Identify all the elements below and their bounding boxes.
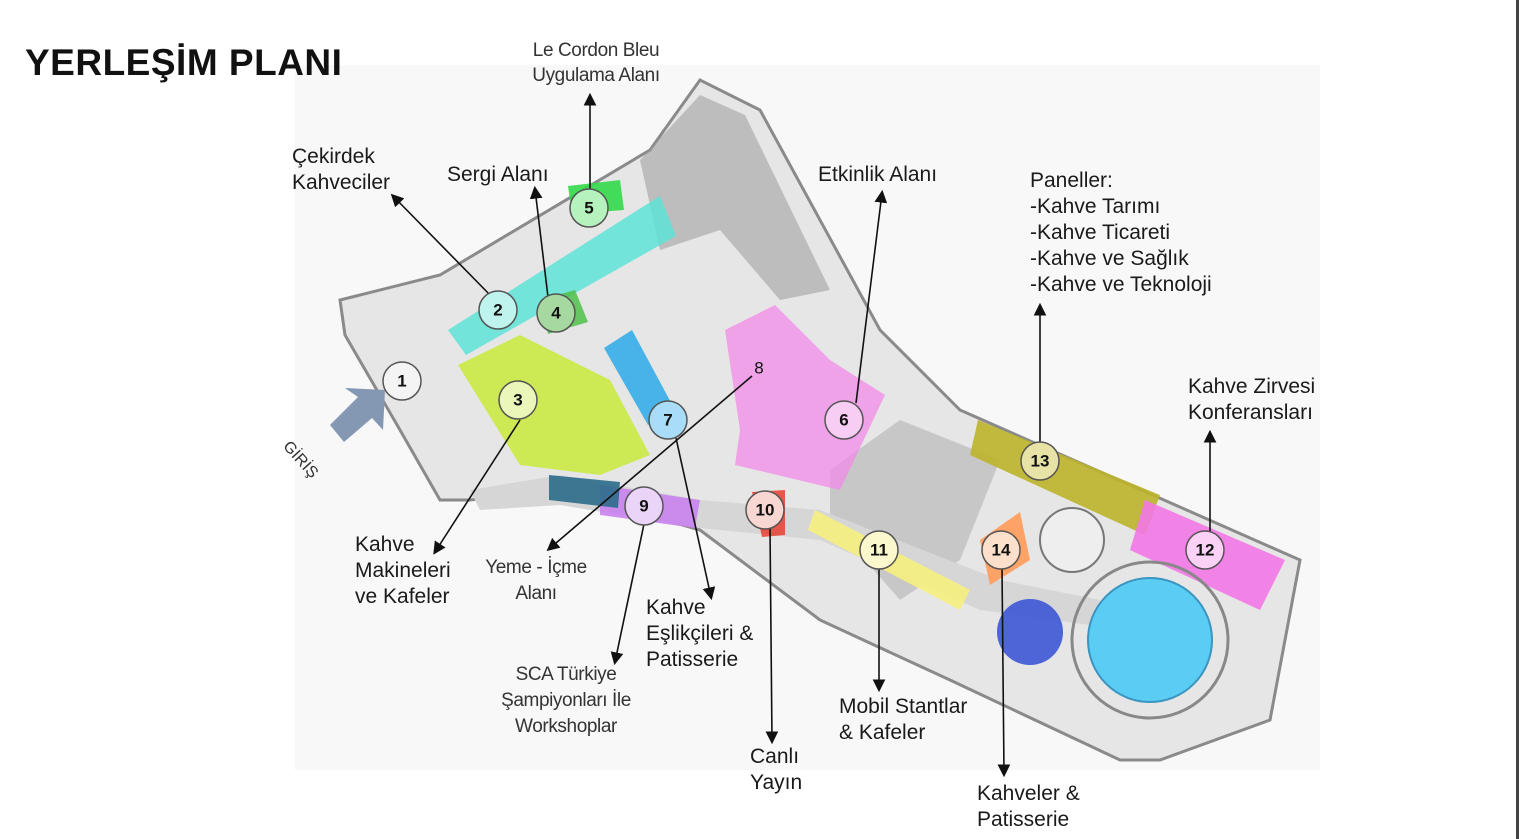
label-line: Alanı: [515, 583, 557, 604]
hall-gc-circle: [997, 599, 1063, 665]
leader-line: [610, 523, 645, 666]
label-line: & Kafeler: [839, 721, 926, 744]
label-yeme-icme: Yeme - İçme Alanı: [485, 555, 587, 607]
label-etkinlik-alani: Etkinlik Alanı: [818, 162, 937, 188]
zone-marker-6[interactable]: 6: [824, 400, 864, 440]
building-inner-block: [640, 95, 830, 300]
label-line: Uygulama Alanı: [532, 65, 660, 86]
zone-number: 9: [639, 497, 648, 516]
label-line: Canlı: [750, 745, 800, 768]
zone-number: 3: [513, 391, 522, 410]
zone-number: 10: [756, 501, 775, 520]
label-line: -Kahve Tarımı: [1030, 195, 1161, 218]
zone-number: 2: [493, 301, 502, 320]
zone-marker-9[interactable]: 9: [624, 486, 664, 526]
zone-marker-5[interactable]: 5: [569, 188, 609, 228]
label-cekirdek-kahveciler: Çekirdek Kahveciler: [292, 144, 390, 196]
leader-line: [433, 419, 521, 555]
label-line: Kahve Zirvesi: [1188, 375, 1316, 398]
label-mobil-stantlar: Mobil Stantlar & Kafeler: [839, 694, 967, 746]
leader-line: [675, 437, 716, 601]
zone-marker-8[interactable]: 8: [754, 359, 763, 378]
slide-edge-divider: [1516, 0, 1519, 839]
label-line: Kahveciler: [292, 171, 391, 194]
hall-ga-circle: [1087, 577, 1213, 703]
zone-number: 13: [1031, 452, 1050, 471]
label-line: Şampiyonları İle: [501, 690, 631, 711]
label-line: Kahveler &: [977, 782, 1080, 805]
label-line: Etkinlik Alanı: [818, 163, 938, 186]
label-line: Patisserie: [977, 808, 1070, 831]
zone-marker-11[interactable]: 11: [859, 530, 899, 570]
label-line: Kahve: [355, 533, 415, 556]
label-line: Eşlikçileri &: [646, 622, 754, 645]
label-kahve-makineleri: Kahve Makineleri ve Kafeler: [355, 532, 451, 610]
zone-7-area: [604, 330, 675, 425]
leader-line: [390, 193, 493, 298]
zone-number: 7: [663, 411, 672, 430]
leader-line: [765, 527, 779, 745]
zone-number: 6: [839, 411, 848, 430]
label-canli-yayin: Canlı Yayın: [750, 744, 802, 796]
zone-marker-7[interactable]: 7: [648, 400, 688, 440]
zone-6-area: [725, 305, 885, 490]
zone-number: 1: [397, 372, 406, 391]
leader-line: [546, 375, 753, 552]
label-kahve-zirvesi: Kahve Zirvesi Konferansları: [1188, 374, 1315, 426]
label-sergi-alani: Sergi Alanı: [447, 162, 549, 188]
zone-number: 14: [992, 541, 1011, 560]
label-line: -Kahve ve Teknoloji: [1030, 273, 1212, 296]
zone-marker-4[interactable]: 4: [536, 293, 576, 333]
label-line: Konferansları: [1188, 401, 1313, 424]
zone-13-area: [970, 420, 1160, 535]
zone-marker-12[interactable]: 12: [1185, 530, 1225, 570]
label-le-cordon-bleu: Le Cordon Bleu Uygulama Alanı: [532, 38, 660, 88]
leader-line: [997, 567, 1011, 778]
label-line: SCA Türkiye: [515, 664, 617, 685]
zone-number: 4: [551, 304, 561, 323]
page-title: YERLEŞİM PLANI: [25, 42, 343, 83]
label-line: Makineleri: [355, 559, 451, 582]
leader-lines: [390, 92, 1217, 778]
label-line: Kahve: [646, 596, 706, 619]
zone-marker-1[interactable]: 1: [382, 361, 422, 401]
label-kahveler-patisserie: Kahveler & Patisserie: [977, 781, 1080, 833]
zone-marker-10[interactable]: 10: [745, 490, 785, 530]
label-line: Çekirdek: [292, 145, 375, 168]
zone-3-area: [458, 335, 650, 475]
label-line: Patisserie: [646, 648, 739, 671]
hall-ring: [1070, 560, 1230, 720]
zone-number: 12: [1196, 541, 1215, 560]
rotunda: [1039, 507, 1105, 573]
zone-number: 5: [584, 199, 593, 218]
label-line: -Kahve ve Sağlık: [1030, 247, 1189, 270]
zone-marker-13[interactable]: 13: [1020, 441, 1060, 481]
zone-number: 11: [870, 541, 888, 560]
zone-markers: 1 2 3 4 5 6 7 8 9 10 11 12 13 14: [382, 188, 1225, 570]
leader-line: [855, 189, 888, 404]
label-line: Paneller:: [1030, 169, 1113, 192]
label-kahve-eslikcileri: Kahve Eşlikçileri & Patisserie: [646, 595, 753, 673]
zone-marker-2[interactable]: 2: [478, 290, 518, 330]
label-paneller: Paneller: -Kahve Tarımı -Kahve Ticareti …: [1030, 168, 1212, 298]
label-line: Yeme - İçme: [485, 557, 587, 578]
zone-8-seating: [549, 475, 620, 508]
zone-marker-14[interactable]: 14: [981, 530, 1021, 570]
entrance-arrow-icon: [330, 388, 385, 442]
label-line: -Kahve Ticareti: [1030, 221, 1171, 244]
label-line: Yayın: [750, 771, 803, 794]
label-line: Mobil Stantlar: [839, 695, 968, 718]
label-line: Le Cordon Bleu: [532, 40, 660, 61]
label-line: ve Kafeler: [355, 585, 450, 608]
zone-marker-3[interactable]: 3: [498, 380, 538, 420]
label-line: Sergi Alanı: [447, 163, 549, 186]
label-sca-turkiye: SCA Türkiye Şampiyonları İle Workshoplar: [501, 662, 631, 740]
label-line: Workshoplar: [515, 716, 617, 737]
leader-line: [529, 185, 549, 298]
zone-number: 8: [754, 359, 763, 378]
